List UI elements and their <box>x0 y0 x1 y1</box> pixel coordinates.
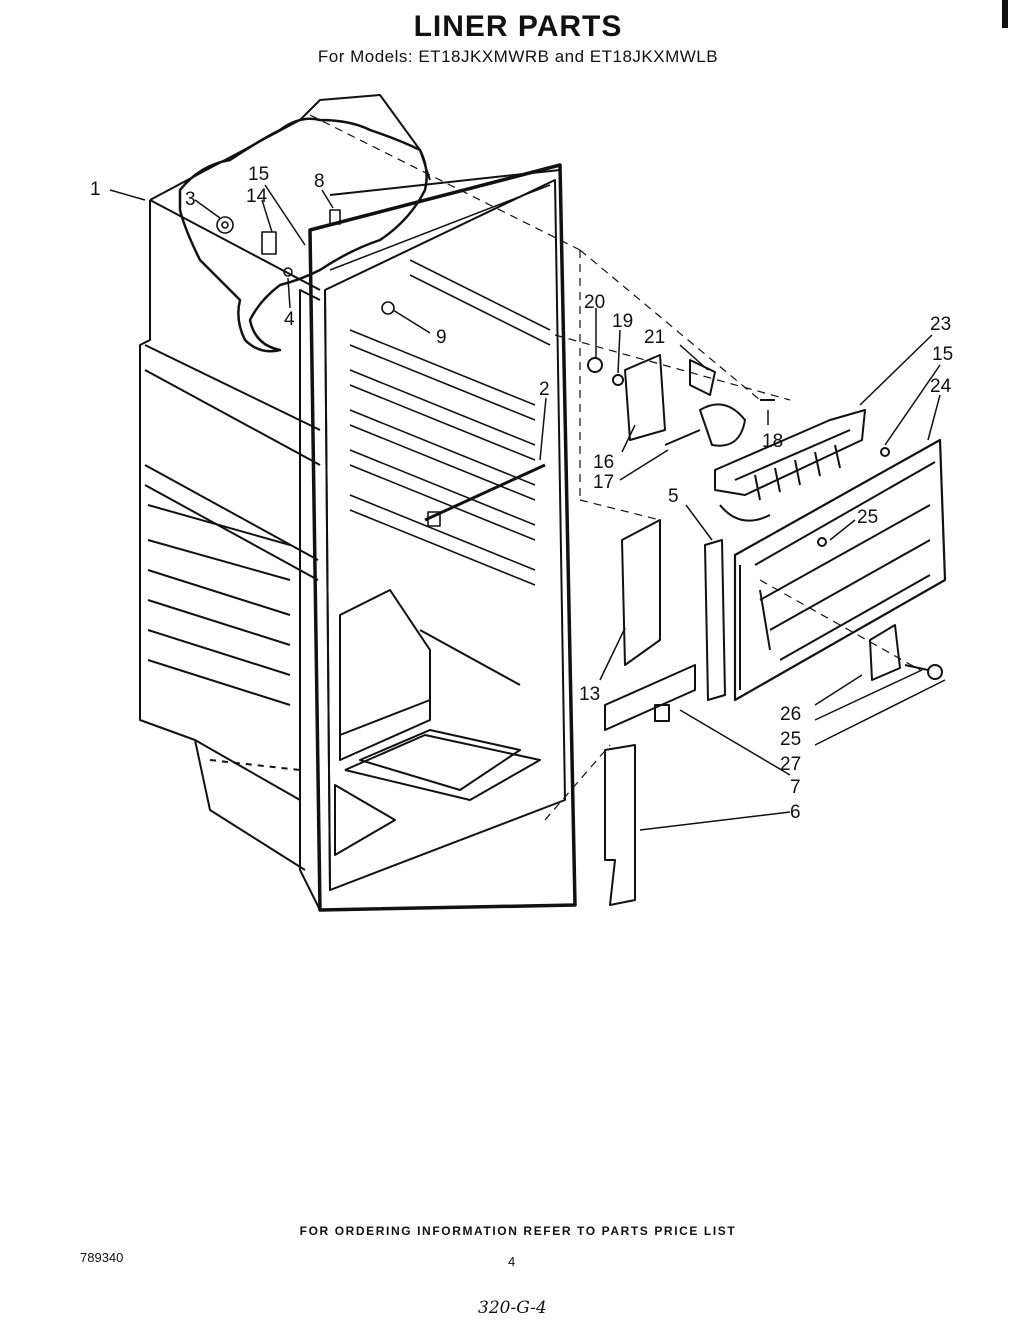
callout-15-right: 15 <box>932 344 953 365</box>
models-subtitle: For Models: ET18JKXMWRB and ET18JKXMWLB <box>317 47 719 66</box>
leader-lines <box>109 184 946 831</box>
callout-26: 26 <box>780 704 801 725</box>
callout-labels: 1 15 14 3 8 4 9 20 19 21 2 16 17 18 23 1… <box>90 164 953 823</box>
callout-18: 18 <box>762 431 783 452</box>
document-number: 789340 <box>80 1250 124 1265</box>
air-duct <box>714 409 866 522</box>
callout-24: 24 <box>930 376 952 397</box>
page-title: LINER PARTS <box>413 10 623 43</box>
callout-27: 27 <box>780 754 801 775</box>
callout-19: 19 <box>612 311 633 332</box>
shelf-rails <box>349 259 551 586</box>
cutaway-outline <box>178 117 428 353</box>
callout-7: 7 <box>790 777 801 798</box>
damper-assembly <box>587 354 775 447</box>
callout-1: 1 <box>90 179 101 200</box>
callout-2: 2 <box>539 379 550 400</box>
small-parts <box>216 209 546 527</box>
callout-9: 9 <box>436 327 447 348</box>
callout-15-upper: 15 <box>248 164 269 185</box>
side-strip <box>704 539 726 701</box>
callout-25-lower: 25 <box>780 729 801 750</box>
callout-16: 16 <box>593 452 614 473</box>
callout-14: 14 <box>246 186 268 207</box>
ordering-note: FOR ORDERING INFORMATION REFER TO PARTS … <box>299 1224 737 1238</box>
callout-13: 13 <box>579 684 600 705</box>
plate-lower <box>604 744 636 906</box>
callout-3: 3 <box>185 189 196 210</box>
callout-5: 5 <box>668 486 679 507</box>
page-edge-mark <box>1002 0 1008 28</box>
cover-plate <box>869 624 901 681</box>
callout-6: 6 <box>790 802 801 823</box>
callout-21: 21 <box>644 327 665 348</box>
plate-tab <box>654 704 670 722</box>
plate-upper <box>604 664 696 731</box>
lower-compartment <box>334 589 541 856</box>
duct-panel <box>621 519 661 666</box>
callout-25-upper: 25 <box>857 507 878 528</box>
evaporator-cover <box>733 438 947 702</box>
callout-8: 8 <box>314 171 325 192</box>
liner-frame <box>299 163 577 912</box>
handwritten-code: 320-G-4 <box>478 1298 547 1318</box>
callout-20: 20 <box>584 292 605 313</box>
callout-4: 4 <box>284 309 295 330</box>
page-number: 4 <box>508 1254 516 1269</box>
callout-23: 23 <box>930 314 951 335</box>
callout-17: 17 <box>593 472 614 493</box>
